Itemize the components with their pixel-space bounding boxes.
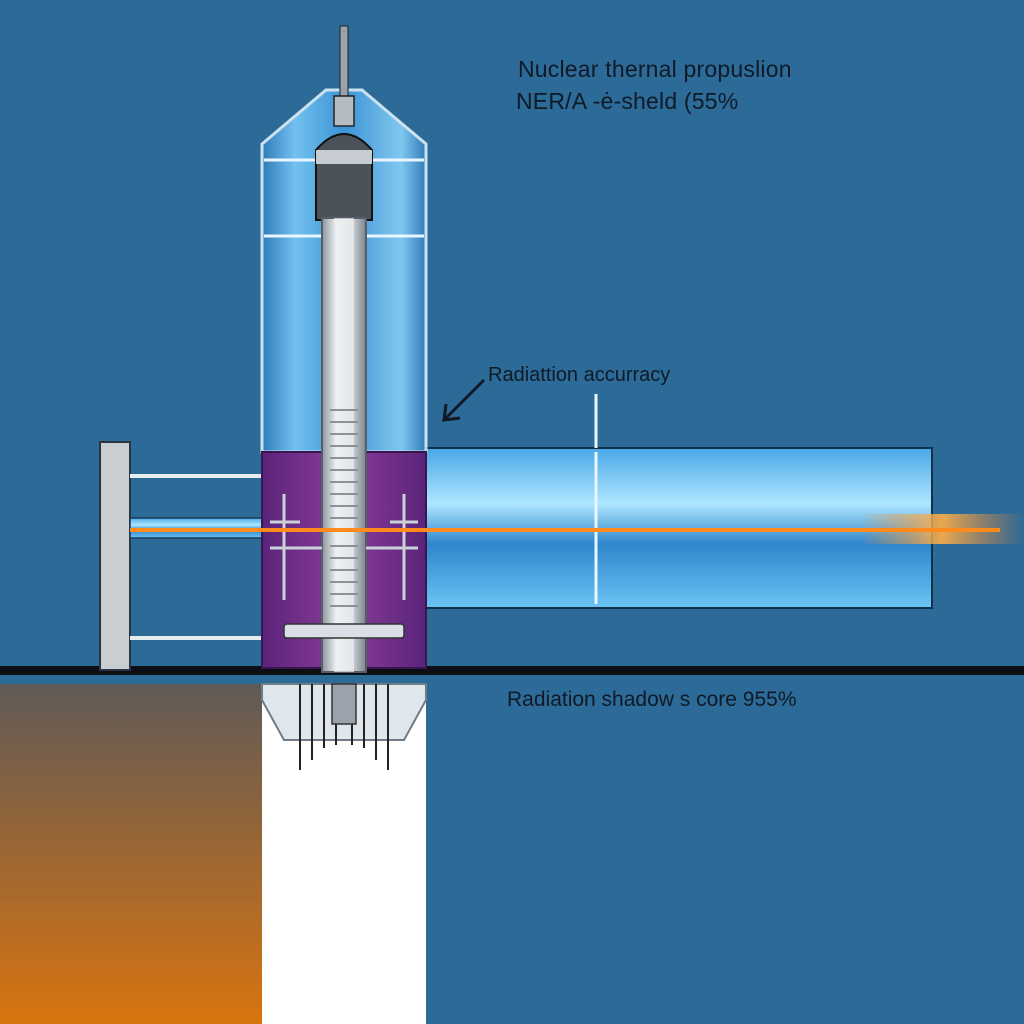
shield-annotation: NER/A -ė-sheld (55% xyxy=(516,88,739,114)
nozzle-throat xyxy=(331,683,357,725)
mast-collar xyxy=(333,95,355,127)
diagram-title: Nuclear thernal propuslion xyxy=(518,56,792,82)
support-frame-post xyxy=(99,441,131,671)
radiation-shadow-label: Radiation shadow s core 955% xyxy=(507,688,797,711)
callout-arrow-icon xyxy=(442,378,486,422)
core-brackets xyxy=(270,494,418,600)
housing-band xyxy=(316,150,372,164)
radiation-shadow-region xyxy=(0,684,262,1024)
core-base-plate xyxy=(283,623,405,639)
fuel-rod-coils xyxy=(330,409,358,607)
control-drive-housing xyxy=(315,133,373,221)
ground-line xyxy=(0,666,1024,675)
radiation-accuracy-label: Radiattion accurracy xyxy=(488,364,671,386)
